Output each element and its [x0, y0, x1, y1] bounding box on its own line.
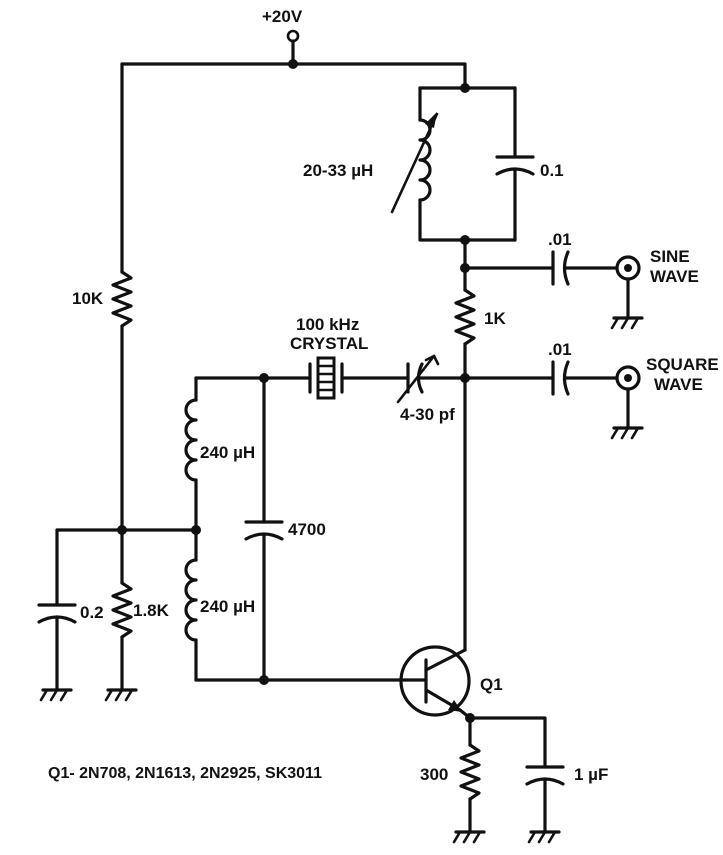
label-transistor: Q1 — [480, 675, 503, 694]
inductor-240-top — [184, 398, 198, 482]
res-1k-symbol — [454, 288, 476, 346]
square-output — [463, 360, 644, 440]
label-cap-tank: 0.1 — [540, 161, 564, 180]
label-cap-square: .01 — [548, 340, 572, 359]
tank-inductor-adjust-arrow — [390, 112, 439, 214]
label-res-10k: 10K — [72, 289, 104, 308]
left-tank — [184, 376, 407, 682]
label-inductor-240-top: 240 µH — [200, 443, 255, 462]
label-inductor-tank: 20-33 µH — [303, 161, 373, 180]
parts-note: Q1- 2N708, 2N1613, 2N2925, SK3011 — [48, 765, 322, 782]
label-sine-2: WAVE — [650, 267, 699, 286]
label-cap-sine: .01 — [548, 230, 572, 249]
crystal-body — [316, 356, 336, 400]
res-18k-symbol — [111, 581, 133, 639]
sine-output — [463, 250, 644, 330]
top-rail-wire — [120, 62, 467, 274]
res-10k-symbol — [111, 270, 133, 328]
label-crystal-1: 100 kHz — [296, 315, 359, 334]
label-res-300: 300 — [420, 765, 448, 784]
label-crystal-2: CRYSTAL — [290, 334, 368, 353]
collector-wiring — [454, 238, 476, 652]
bias-network — [37, 270, 198, 702]
label-res-18k: 1.8K — [133, 601, 170, 620]
res-300-symbol — [459, 743, 481, 801]
label-sine-1: SINE — [650, 247, 690, 266]
label-square-1: SQUARE — [646, 355, 719, 374]
tank-circuit — [390, 86, 535, 242]
label-cap-02: 0.2 — [80, 603, 104, 622]
label-inductor-240-bottom: 240 µH — [200, 597, 255, 616]
label-supply: +20V — [262, 7, 303, 26]
emitter-network — [452, 716, 565, 844]
inductor-240-bottom — [184, 558, 198, 642]
label-res-1k: 1K — [484, 309, 506, 328]
transistor-q1 — [399, 645, 472, 720]
crystal-branch — [194, 354, 467, 404]
junction-dots — [117, 59, 475, 723]
label-trimmer: 4-30 pf — [400, 405, 455, 424]
trimmer-adjust-arrow — [396, 354, 436, 404]
label-square-2: WAVE — [654, 375, 703, 394]
label-cap-4700: 4700 — [288, 520, 326, 539]
label-cap-1uf: 1 µF — [574, 765, 608, 784]
